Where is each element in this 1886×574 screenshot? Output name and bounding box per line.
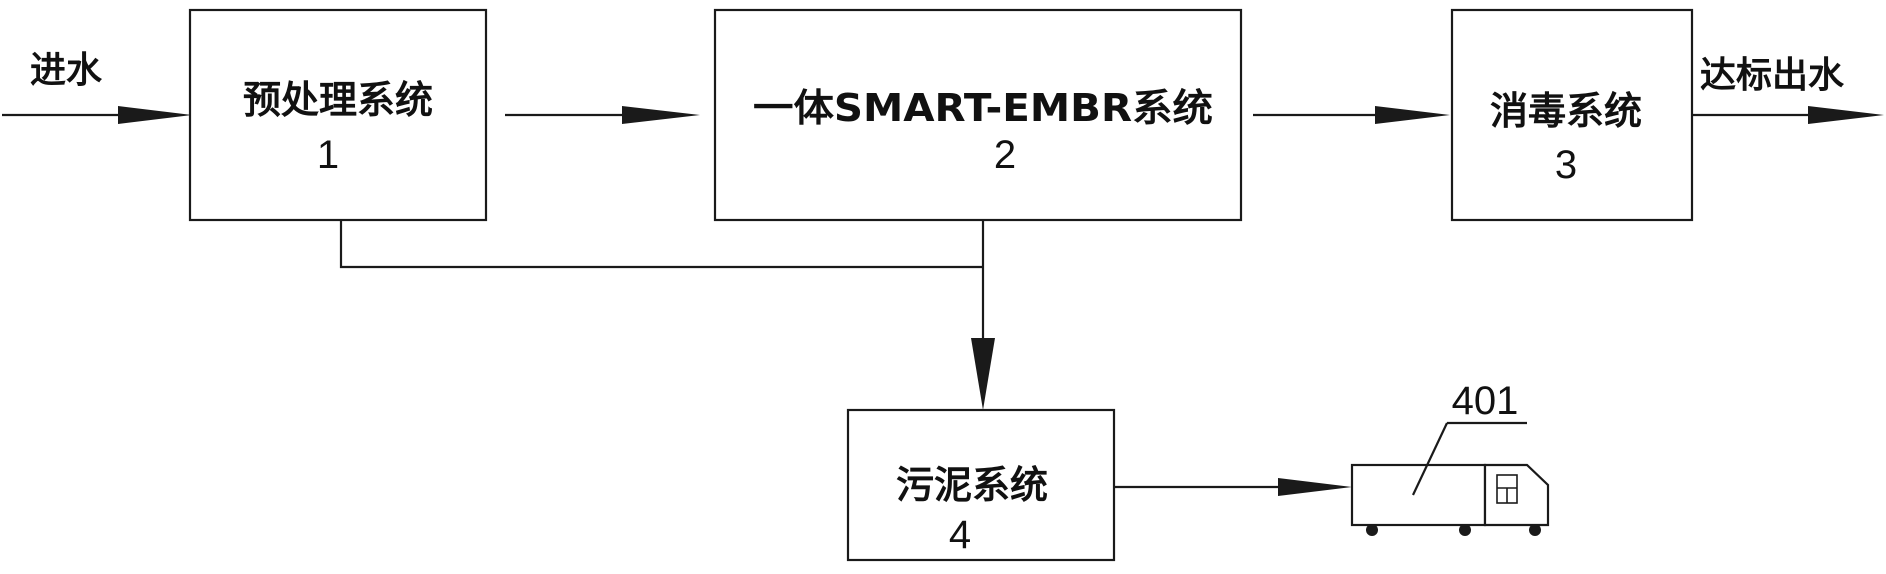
sludge-truck — [1350, 421, 1550, 536]
arrow-2-to-3 — [1253, 106, 1450, 124]
node-smart-embr-number: 2 — [994, 133, 1016, 177]
node-disinfection-name: 消毒系统 — [1490, 89, 1642, 133]
node-pretreatment-number: 1 — [317, 133, 339, 177]
node-pretreatment: 预处理系统 1 — [188, 8, 488, 222]
node-smart-embr: 一体SMART-EMBR系统 2 — [713, 8, 1243, 222]
node-disinfection-number: 3 — [1555, 143, 1577, 187]
arrow-1-to-2 — [505, 106, 700, 124]
node-smart-embr-name: 一体SMART-EMBR系统 — [753, 86, 1213, 130]
node-sludge: 污泥系统 4 — [846, 408, 1116, 562]
truck-label: 401 — [1452, 379, 1519, 423]
outlet-label: 达标出水 — [1700, 55, 1845, 96]
outlet-arrow — [1692, 106, 1884, 124]
arrow-4-to-truck — [1114, 478, 1352, 496]
inlet-arrow — [2, 106, 192, 124]
node-disinfection: 消毒系统 3 — [1450, 8, 1694, 222]
sludge-collection-lines — [339, 220, 995, 410]
node-sludge-number: 4 — [949, 513, 971, 557]
node-pretreatment-name: 预处理系统 — [243, 78, 433, 122]
node-sludge-name: 污泥系统 — [896, 463, 1048, 507]
inlet-label: 进水 — [30, 50, 103, 91]
